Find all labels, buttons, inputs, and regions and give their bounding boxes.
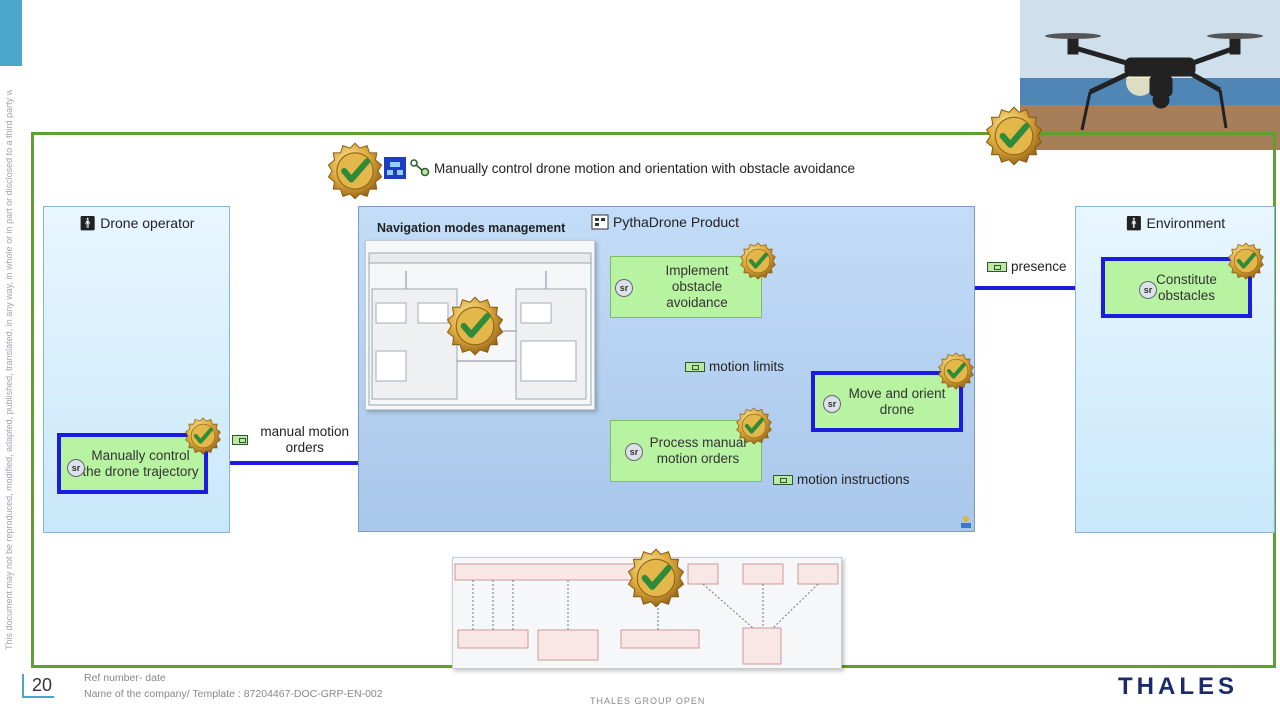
component-icon xyxy=(591,214,609,230)
exchange-presence[interactable]: presence xyxy=(987,259,1067,274)
approval-seal-icon xyxy=(735,407,773,445)
sr-icon: sr xyxy=(1139,281,1157,299)
function-manually-control[interactable]: sr Manually control the drone trajectory xyxy=(57,433,208,494)
state-machine-sketch xyxy=(368,252,592,406)
page-number: 20 xyxy=(22,674,54,698)
thales-logo: THALES xyxy=(1118,673,1238,700)
approval-seal-icon xyxy=(326,142,384,200)
exchange-manual-motion-orders[interactable]: manual motion orders xyxy=(232,424,357,456)
sr-icon: sr xyxy=(625,443,643,461)
exchange-label: presence xyxy=(1011,259,1067,274)
exchange-label: motion limits xyxy=(709,359,785,374)
approval-seal-icon xyxy=(739,242,777,280)
exchange-motion-instructions[interactable]: motion instructions xyxy=(773,472,910,487)
sr-icon: sr xyxy=(823,395,841,413)
drone-illustration xyxy=(1020,0,1280,150)
approval-seal-icon xyxy=(184,417,222,455)
diagram-title: Manually control drone motion and orient… xyxy=(410,158,855,178)
function-label: Move and orient drone xyxy=(848,385,946,417)
actor-title: 🚹︎ Environment xyxy=(1124,215,1226,231)
functional-exchange-icon xyxy=(987,261,1007,272)
nav-modes-title: Navigation modes management xyxy=(377,221,566,235)
actor-icon: 🚹︎ xyxy=(1124,215,1143,231)
function-move-orient[interactable]: sr Move and orient drone xyxy=(811,371,963,432)
approval-seal-icon xyxy=(984,106,1044,166)
footer-classification: THALES GROUP OPEN xyxy=(590,696,706,706)
class-diagram-sketch xyxy=(454,563,839,665)
capability-icon xyxy=(410,159,430,177)
system-corner-icon xyxy=(959,515,973,534)
function-implement-obstacle[interactable]: sr Implement obstacle avoidance xyxy=(610,256,762,318)
function-label: Constitute obstacles xyxy=(1156,271,1217,303)
drone-photo xyxy=(1020,0,1280,150)
function-label: Process manual motion orders xyxy=(649,435,747,466)
diagram-title-text: Manually control drone motion and orient… xyxy=(434,160,856,176)
function-process-manual[interactable]: sr Process manual motion orders xyxy=(610,420,762,482)
footer-template: Name of the company/ Template : 87204467… xyxy=(84,688,383,700)
functional-exchange-icon xyxy=(232,435,249,445)
nav-modes-thumbnail[interactable] xyxy=(365,240,595,410)
system-title: PythaDrone Product xyxy=(591,214,739,230)
accent-bar xyxy=(0,0,22,66)
actor-title: 🚹︎ Drone operator xyxy=(78,215,195,231)
exchange-label: motion instructions xyxy=(797,472,910,487)
sr-icon: sr xyxy=(615,279,633,297)
diagram-type-icon xyxy=(383,156,407,180)
functional-exchange-icon xyxy=(773,474,793,485)
exchange-motion-limits[interactable]: motion limits xyxy=(685,359,784,374)
approval-seal-icon xyxy=(1227,242,1265,280)
actor-icon: 🚹︎ xyxy=(78,215,97,231)
function-label: Implement obstacle avoidance xyxy=(665,263,729,310)
function-label: Manually control the drone trajectory xyxy=(82,447,199,479)
approval-seal-icon xyxy=(445,296,505,356)
approval-seal-icon xyxy=(937,352,975,390)
sr-icon: sr xyxy=(67,459,85,477)
footer-ref: Ref number- date xyxy=(84,672,166,684)
exchange-label: manual motion orders xyxy=(260,424,349,455)
approval-seal-icon xyxy=(626,548,686,608)
function-constitute-obstacles[interactable]: sr Constitute obstacles xyxy=(1101,257,1252,318)
functional-exchange-icon xyxy=(685,361,705,372)
